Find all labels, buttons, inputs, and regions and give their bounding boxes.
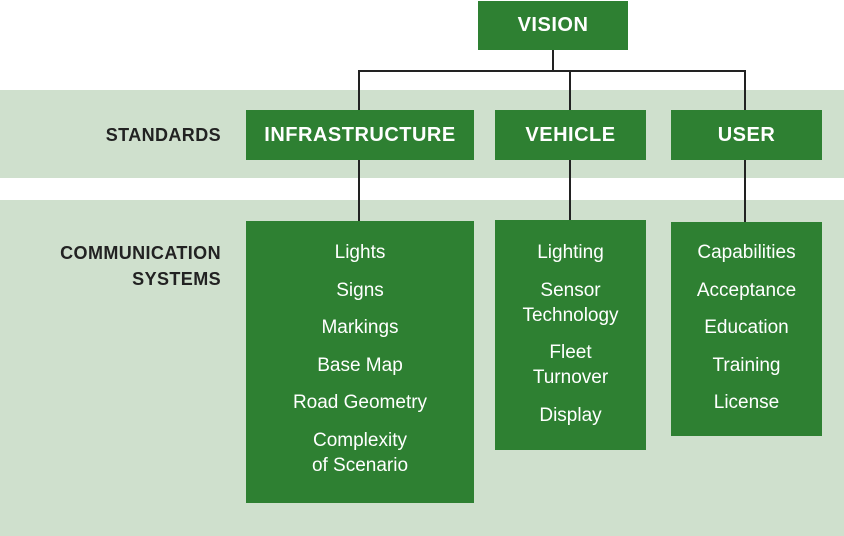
vehicle-system-item: Display (539, 404, 602, 426)
connector-horizontal (358, 70, 746, 72)
user-system-item: Education (704, 317, 789, 338)
connector-infrastructure-down (358, 158, 360, 222)
infrastructure-system-item: Markings (321, 317, 399, 338)
user-systems-box: Capabilities Acceptance Education Traini… (671, 222, 822, 436)
infrastructure-standard-label: INFRASTRUCTURE (264, 123, 456, 146)
user-system-item: License (713, 392, 780, 413)
connector-vehicle-down (569, 158, 571, 221)
connector-to-user (744, 70, 746, 111)
communication-systems-label-line: COMMUNICATION (60, 243, 221, 263)
vehicle-standard-label: VEHICLE (525, 123, 616, 146)
user-system-item: Capabilities (697, 242, 796, 263)
infrastructure-standard-box: INFRASTRUCTURE (246, 110, 474, 160)
communication-systems-row-label: COMMUNICATION SYSTEMS (60, 240, 221, 292)
user-system-item: Training (712, 354, 781, 376)
infrastructure-system-item: Signs (336, 279, 384, 301)
vision-box: VISION (478, 1, 628, 50)
infrastructure-systems-box: Lights Signs Markings Base Map Road Geom… (246, 221, 474, 503)
user-standard-box: USER (671, 110, 822, 160)
connector-vision-down (552, 50, 554, 71)
connector-user-down (744, 158, 746, 223)
infrastructure-system-item: Base Map (317, 354, 403, 376)
communication-systems-label-line: SYSTEMS (132, 269, 221, 289)
vehicle-system-item: Lighting (537, 242, 604, 263)
infrastructure-system-item: Road Geometry (292, 392, 428, 413)
connector-to-vehicle (569, 70, 571, 111)
vehicle-standard-box: VEHICLE (495, 110, 646, 160)
user-standard-label: USER (717, 123, 776, 146)
standards-row-label: STANDARDS (105, 125, 221, 145)
user-system-item: Acceptance (696, 279, 797, 301)
connector-to-infrastructure (358, 70, 360, 111)
vision-label: VISION (517, 14, 589, 36)
infrastructure-system-item: Lights (334, 242, 386, 263)
